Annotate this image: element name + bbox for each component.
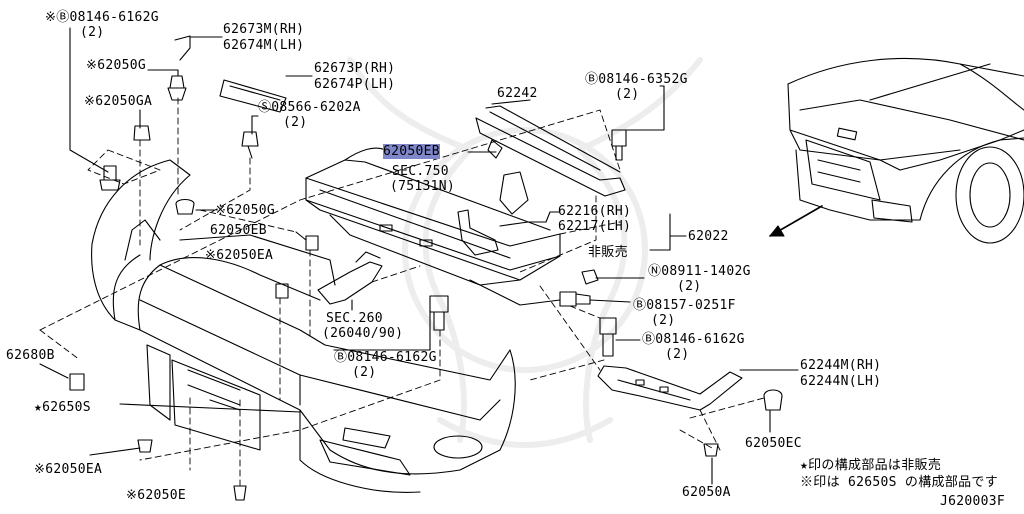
watermark-emblem [347,57,703,448]
part-label-l4: 62674M(LH) [223,38,305,53]
reinforcement-beam [305,147,561,306]
part-label-l5: ※62050G [86,58,146,73]
part-label-l21: 62022 [688,229,729,244]
part-label-l35: 62244M(RH) [800,358,882,373]
part-label-l17: ※62050G [215,203,275,218]
part-label-l24: Ⓝ08911-1402G [648,264,751,279]
view-arrow [769,205,823,237]
part-label-l25: (2) [677,279,702,294]
part-label-l23: ※62050EA [205,248,274,263]
part-label-l1: ※Ⓑ08146-6162G [45,10,159,25]
part-label-l38: 62050EC [745,436,802,451]
part-label-l16: (75131N) [390,179,456,194]
part-label-l44: J620003F [940,494,1006,509]
part-label-l7: 62674P(LH) [314,77,396,92]
part-label-l41: ※印は 62650S の構成部品です [800,475,999,490]
leader-lines [39,27,799,485]
lower-side-bracket [597,365,743,411]
part-label-l13: (2) [615,87,640,102]
part-label-l9: Ⓢ08566-6202A [258,100,361,115]
part-label-l6: 62673P(RH) [314,61,396,76]
guide-lines [39,97,765,487]
part-label-l39: ★印の構成部品は非販売 [800,458,942,473]
part-label-l14: 62050EB [383,144,440,159]
part-label-l42: ※62050E [126,488,186,503]
upper-support [475,105,626,197]
car-illustration [787,57,1024,244]
part-label-l18: 62216(RH) [558,204,632,219]
part-label-l37: ★62650S [34,400,91,415]
part-label-l22: 非販売 [588,245,628,260]
part-label-l31: (2) [665,347,690,362]
side-bracket [457,171,529,256]
part-label-l29: (26040/90) [322,326,404,341]
part-label-l11: 62242 [497,86,538,101]
part-label-l3: 62673M(RH) [223,22,305,37]
part-label-l43: 62050A [682,485,731,500]
part-label-l26: Ⓑ08157-0251F [633,298,736,313]
lamp-bracket [317,251,383,305]
part-label-l10: (2) [283,115,308,130]
part-label-l15: SEC.750 [392,164,449,179]
part-label-l36: 62244N(LH) [800,374,882,389]
part-label-l8: ※62050GA [84,94,153,109]
part-label-l30: Ⓑ08146-6162G [642,332,745,347]
part-label-l19: 62217(LH) [558,219,632,234]
part-label-l40: ※62050EA [34,462,103,477]
part-label-l28: SEC.260 [326,311,383,326]
part-label-l20: 62050EB [210,223,267,238]
part-label-l34: (2) [352,365,377,380]
part-label-l2: (2) [80,25,105,40]
part-label-l32: 62680B [6,348,55,363]
bumper-fascia [91,159,516,493]
part-label-l12: Ⓑ08146-6352G [585,72,688,87]
part-label-l33: Ⓑ08146-6162G [334,350,437,365]
part-label-l27: (2) [651,313,676,328]
